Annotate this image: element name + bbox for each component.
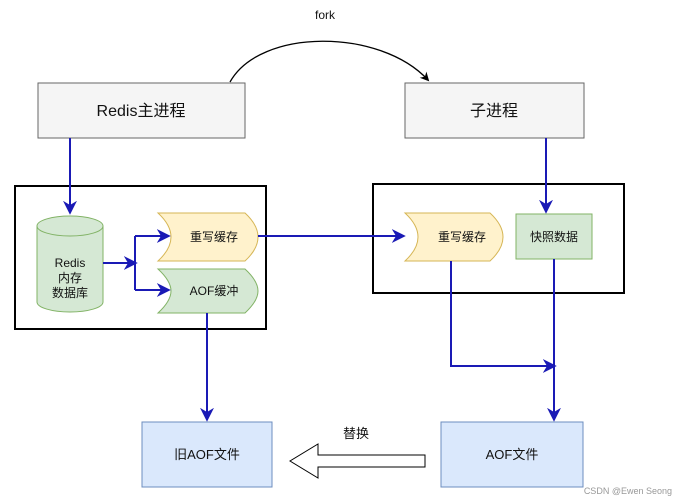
- main-process-label: Redis主进程: [97, 102, 186, 120]
- old-aof-file-label: 旧AOF文件: [174, 447, 240, 462]
- snapshot-data-label: 快照数据: [530, 229, 578, 244]
- watermark: CSDN @Ewen Seong: [584, 486, 672, 496]
- rewrite-buffer-right: [403, 212, 504, 262]
- snapshot-data-box: [515, 213, 593, 260]
- fork-arrow: [229, 40, 430, 83]
- replace-label: 替换: [343, 426, 369, 441]
- old-aof-file-box: [141, 421, 273, 488]
- aof-file-box: [440, 421, 584, 488]
- replace-arrow: [289, 443, 426, 479]
- rewrite-merge-arrow: [450, 261, 557, 373]
- child-process-container: [372, 183, 625, 294]
- main-process-container: [14, 185, 267, 330]
- db-label-line2: 内存: [58, 271, 82, 285]
- child-process-box: [404, 82, 585, 139]
- db-label-line1: Redis: [55, 256, 86, 270]
- rewrite-buffer-right-label: 重写缓存: [438, 230, 486, 244]
- db-label-line3: 数据库: [52, 285, 88, 300]
- aof-file-label: AOF文件: [486, 447, 539, 462]
- main-process-box: [37, 82, 246, 139]
- fork-label: fork: [315, 8, 336, 22]
- child-process-label: 子进程: [470, 102, 518, 120]
- aof-buffer-label: AOF缓冲: [190, 283, 239, 298]
- redis-memory-database: [36, 215, 104, 313]
- rewrite-buffer-left-label: 重写缓存: [190, 230, 238, 244]
